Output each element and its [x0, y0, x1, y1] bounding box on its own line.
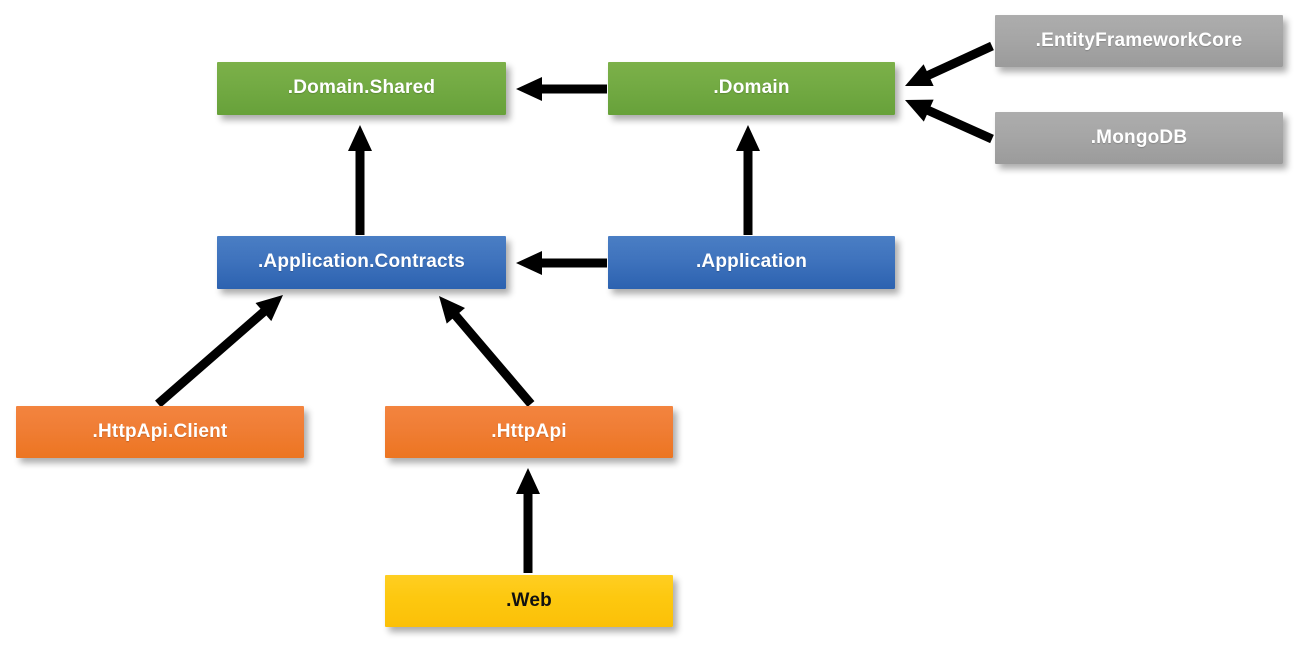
arrow-httpapi-to-application-contracts — [439, 296, 535, 407]
node-application[interactable]: .Application — [608, 236, 895, 289]
node-httpapi[interactable]: .HttpApi — [385, 406, 673, 458]
arrow-application-contracts-to-domain-shared — [348, 125, 372, 235]
node-label: .Domain — [713, 77, 790, 99]
node-label: .Web — [506, 589, 552, 611]
node-label: .Application.Contracts — [257, 251, 466, 273]
node-label: .Domain.Shared — [287, 77, 436, 99]
arrow-httpapi-client-to-application-contracts — [155, 295, 283, 408]
node-label: .MongoDB — [1090, 126, 1188, 148]
node-label: .HttpApi.Client — [92, 420, 228, 442]
node-application-contracts[interactable]: .Application.Contracts — [217, 236, 506, 289]
node-label: .Application — [695, 251, 808, 273]
node-label: .EntityFrameworkCore — [1035, 29, 1243, 51]
arrow-mongodb-to-domain — [905, 99, 994, 144]
arrow-domain-to-domain-shared — [516, 77, 607, 101]
node-label: .HttpApi — [491, 420, 567, 442]
arrow-application-to-domain — [736, 125, 760, 235]
node-web[interactable]: .Web — [385, 575, 673, 627]
arrow-efcore-to-domain — [905, 41, 994, 87]
node-mongodb[interactable]: .MongoDB — [995, 112, 1283, 164]
arrow-web-to-httpapi — [516, 468, 540, 573]
arrow-application-to-application-contracts — [516, 251, 607, 275]
node-domain-shared[interactable]: .Domain.Shared — [217, 62, 506, 115]
node-entityframeworkcore[interactable]: .EntityFrameworkCore — [995, 15, 1283, 67]
node-domain[interactable]: .Domain — [608, 62, 895, 115]
node-httpapi-client[interactable]: .HttpApi.Client — [16, 406, 304, 458]
